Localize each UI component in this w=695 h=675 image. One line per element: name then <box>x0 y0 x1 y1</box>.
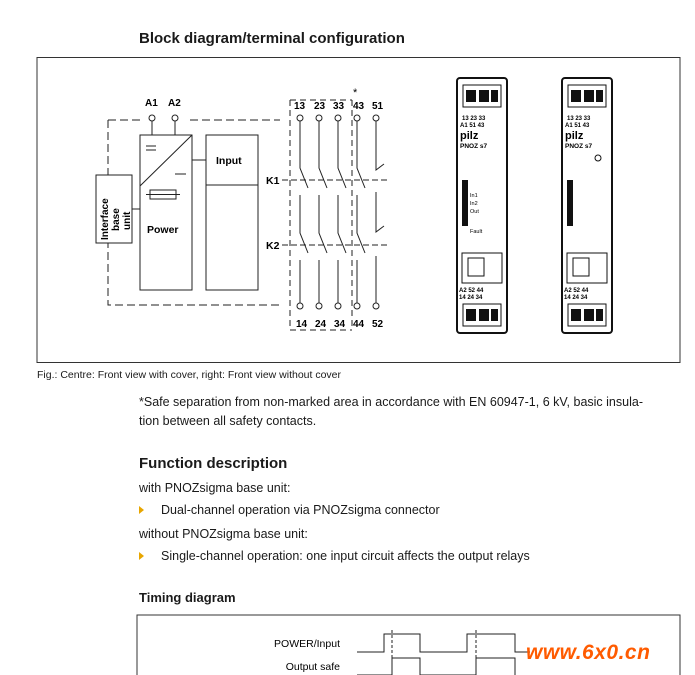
label-a2: A2 <box>168 98 181 109</box>
power-block <box>139 134 193 291</box>
label-k1: K1 <box>266 175 280 187</box>
device1-led-fault: Fault <box>470 229 483 235</box>
input-block <box>205 134 259 291</box>
timing-diagram-title: Timing diagram <box>139 590 236 605</box>
device1-top-row1: 13 23 33 <box>462 116 486 122</box>
label-t33: 33 <box>333 101 345 112</box>
device2-logo: pilz <box>565 130 584 142</box>
label-k2: K2 <box>266 240 280 252</box>
label-t34: 34 <box>334 319 346 330</box>
terminal-a1 <box>148 114 156 122</box>
timing-frame <box>136 614 681 675</box>
label-a1: A1 <box>145 98 158 109</box>
without-base-unit-label: without PNOZsigma base unit: <box>139 527 308 541</box>
device2-top-row2: A1 51 43 <box>565 123 590 129</box>
timing-row-output-safe: Output safe <box>286 661 340 673</box>
bullet-item-dual-channel: Dual-channel operation via PNOZsigma con… <box>161 503 440 517</box>
watermark: www.6x0.cn <box>526 641 651 664</box>
bullet-icon <box>139 506 144 514</box>
enclosure-dashed <box>107 120 280 306</box>
trace-power-input <box>357 633 530 653</box>
label-t13: 13 <box>294 101 306 112</box>
timing-row-power-input: POWER/Input <box>274 638 340 650</box>
label-star: * <box>353 87 358 99</box>
figure-frame <box>36 57 681 363</box>
safe-separation-note: *Safe separation from non-marked area in… <box>139 393 689 431</box>
bullet-item-single-channel: Single-channel operation: one input circ… <box>161 549 530 563</box>
device2-top-row1: 13 23 33 <box>567 116 591 122</box>
label-t51: 51 <box>372 101 384 112</box>
terminal-a2 <box>171 114 179 122</box>
device2-bot-row1: A2 52 44 <box>564 288 589 294</box>
device1-led-in2: In2 <box>470 201 478 207</box>
label-t52: 52 <box>372 319 384 330</box>
label-t23: 23 <box>314 101 326 112</box>
device1-led-out: Out <box>470 209 479 215</box>
safe-separation-bracket <box>289 99 353 331</box>
function-description-title: Function description <box>139 455 288 472</box>
with-base-unit-label: with PNOZsigma base unit: <box>139 481 291 495</box>
label-base: base <box>111 208 122 231</box>
block-diagram-figure: A1 A2 Power Interface base unit Input K1… <box>36 57 681 363</box>
device2-bot-row2: 14 24 34 <box>564 295 588 301</box>
device1-model: PNOZ s7 <box>460 143 487 150</box>
device1-logo: pilz <box>460 130 479 142</box>
label-t24: 24 <box>315 319 327 330</box>
timing-diagram-figure: POWER/Input Output safe <box>136 614 681 675</box>
device1-bot-row1: A2 52 44 <box>459 288 484 294</box>
block-diagram-title: Block diagram/terminal configuration <box>139 30 405 47</box>
note-line1: *Safe separation from non-marked area in… <box>139 395 643 409</box>
label-interface: Interface <box>100 198 111 240</box>
label-t44: 44 <box>353 319 365 330</box>
label-power: Power <box>147 224 179 236</box>
trace-output-safe <box>357 657 516 675</box>
label-input: Input <box>216 155 242 167</box>
figure-caption: Fig.: Centre: Front view with cover, rig… <box>37 369 342 381</box>
device2-model: PNOZ s7 <box>565 143 592 150</box>
device1-bot-row2: 14 24 34 <box>459 295 483 301</box>
bullet-icon <box>139 552 144 560</box>
label-unit: unit <box>122 211 133 230</box>
device-front-with-cover: 13 23 33 A1 51 43 pilz PNOZ s7 In1 In2 O… <box>456 77 508 334</box>
device1-top-row2: A1 51 43 <box>460 123 485 129</box>
device1-led-in1: In1 <box>470 193 478 199</box>
label-t43: 43 <box>353 101 365 112</box>
label-t14: 14 <box>296 319 308 330</box>
note-line2: tion between all safety contacts. <box>139 414 317 428</box>
device-front-without-cover: 13 23 33 A1 51 43 pilz PNOZ s7 A2 52 44 … <box>561 77 613 334</box>
